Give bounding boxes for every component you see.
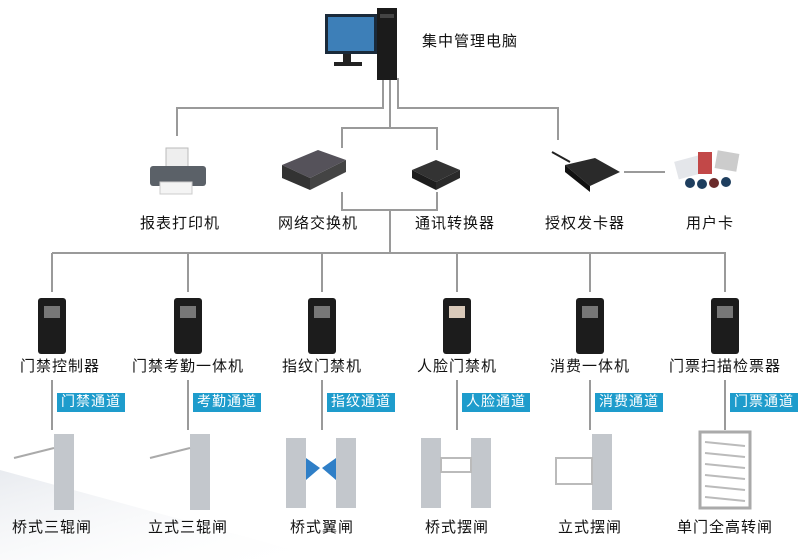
network-switch-label: 网络交换机 xyxy=(277,214,359,232)
gate-label: 桥式摆闸 xyxy=(424,518,490,536)
converter-label: 通讯转换器 xyxy=(414,214,496,232)
channel-tag: 消费通道 xyxy=(595,393,663,412)
device-label: 指纹门禁机 xyxy=(281,357,363,375)
flap-barrier-icon xyxy=(286,438,356,508)
ticket-scanner-icon xyxy=(711,298,739,354)
channel-tag: 门票通道 xyxy=(730,393,798,412)
network-switch-icon xyxy=(282,150,346,190)
card-issuer-label: 授权发卡器 xyxy=(544,214,626,232)
gate-label: 立式三辊闸 xyxy=(147,518,229,536)
device-label: 门禁控制器 xyxy=(19,357,101,375)
channel-tag: 指纹通道 xyxy=(327,393,395,412)
pos-terminal-icon xyxy=(576,298,604,354)
full-height-turnstile-icon xyxy=(698,430,752,510)
desktop-computer-icon xyxy=(325,8,397,80)
fingerprint-reader-icon xyxy=(308,298,336,354)
vertical-tripod-turnstile-icon xyxy=(149,434,210,510)
channel-tag: 考勤通道 xyxy=(193,393,261,412)
center-computer-label: 集中管理电脑 xyxy=(421,32,519,50)
gate-label: 桥式三辊闸 xyxy=(11,518,93,536)
access-controller-icon xyxy=(38,298,66,354)
channel-tag: 门禁通道 xyxy=(57,393,125,412)
converter-icon xyxy=(412,160,460,190)
device-label: 消费一体机 xyxy=(549,357,631,375)
background-decoration xyxy=(0,470,330,560)
vertical-swing-gate-icon xyxy=(555,434,612,510)
printer-icon xyxy=(150,147,206,195)
device-label: 门票扫描检票器 xyxy=(668,357,782,375)
user-cards-label: 用户卡 xyxy=(685,214,735,232)
channel-tag: 人脸通道 xyxy=(462,393,530,412)
card-issuer-icon xyxy=(551,151,620,192)
bridge-tripod-turnstile-icon xyxy=(13,434,74,510)
device-label: 人脸门禁机 xyxy=(416,357,498,375)
gate-label: 立式摆闸 xyxy=(557,518,623,536)
gate-label: 桥式翼闸 xyxy=(289,518,355,536)
bridge-swing-gate-icon xyxy=(421,438,491,508)
gate-label: 单门全高转闸 xyxy=(676,518,774,536)
device-label: 门禁考勤一体机 xyxy=(131,357,245,375)
attendance-terminal-icon xyxy=(174,298,202,354)
printer-label: 报表打印机 xyxy=(139,214,221,232)
face-recognition-terminal-icon xyxy=(443,298,471,354)
user-cards-icon xyxy=(674,150,740,189)
